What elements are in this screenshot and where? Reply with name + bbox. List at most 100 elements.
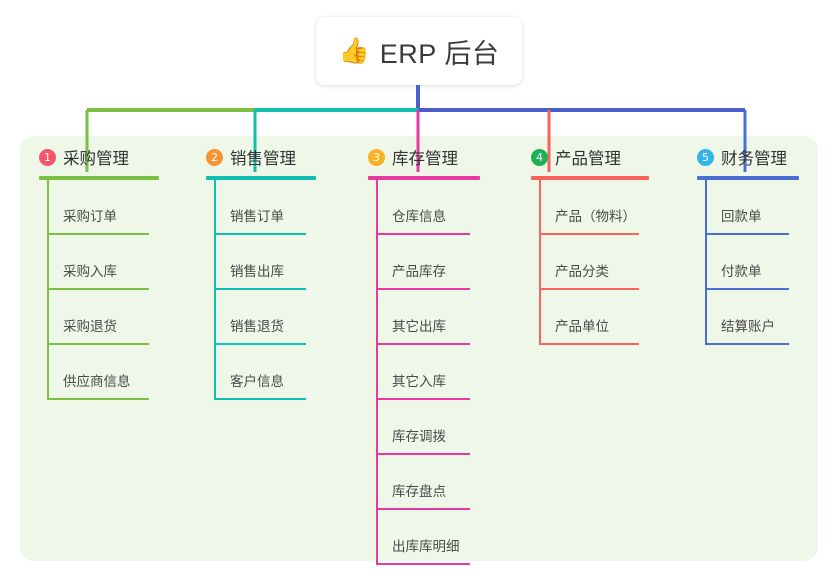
branch-underline: [206, 176, 316, 180]
item-stem: [376, 290, 378, 345]
item-underline: [376, 343, 470, 345]
branch-title: 销售管理: [230, 150, 296, 168]
branch-item[interactable]: 回款单: [697, 180, 805, 235]
item-label: 付款单: [721, 264, 762, 279]
branch-item-list: 销售订单销售出库销售退货客户信息: [206, 180, 316, 400]
branch-number-badge: 4: [531, 148, 548, 166]
branch-item[interactable]: 付款单: [697, 235, 805, 290]
branches-panel: [20, 136, 818, 561]
root-title: ERP 后台: [379, 38, 500, 69]
item-underline: [705, 288, 789, 290]
branch-title: 产品管理: [555, 150, 621, 168]
branch-underline: [368, 176, 480, 180]
branch-item[interactable]: 产品（物料）: [531, 180, 643, 235]
item-underline: [376, 288, 470, 290]
branch-item[interactable]: 产品单位: [531, 290, 643, 345]
item-stem: [47, 235, 49, 290]
item-stem: [47, 180, 49, 235]
root-node[interactable]: 👍 ERP 后台: [316, 17, 522, 85]
item-stem: [376, 400, 378, 455]
branch-item[interactable]: 结算账户: [697, 290, 805, 345]
item-label: 仓库信息: [392, 209, 446, 224]
branch-item[interactable]: 出库库明细: [368, 510, 480, 565]
branch-number-badge: 3: [368, 148, 385, 166]
branch-title: 采购管理: [63, 150, 129, 168]
branch-header-4[interactable]: 4 产品管理: [531, 145, 643, 169]
item-underline: [47, 288, 149, 290]
branch-item[interactable]: 产品库存: [368, 235, 480, 290]
item-stem: [214, 180, 216, 235]
item-stem: [376, 180, 378, 235]
thumbs-up-icon: 👍: [338, 36, 370, 65]
branch-header-3[interactable]: 3 库存管理: [368, 145, 480, 169]
branch-item[interactable]: 采购退货: [39, 290, 159, 345]
item-label: 供应商信息: [63, 374, 131, 389]
item-underline: [47, 343, 149, 345]
item-label: 产品分类: [555, 264, 609, 279]
item-stem: [376, 345, 378, 400]
item-stem: [539, 290, 541, 345]
branch-item[interactable]: 库存盘点: [368, 455, 480, 510]
item-label: 销售订单: [230, 209, 284, 224]
item-underline: [705, 343, 789, 345]
item-stem: [376, 235, 378, 290]
branch-item[interactable]: 产品分类: [531, 235, 643, 290]
branch-item[interactable]: 销售订单: [206, 180, 316, 235]
branch-item-list: 采购订单采购入库采购退货供应商信息: [39, 180, 159, 400]
item-underline: [705, 233, 789, 235]
item-label: 采购订单: [63, 209, 117, 224]
item-underline: [214, 233, 306, 235]
item-underline: [539, 288, 639, 290]
branch-title: 库存管理: [392, 150, 458, 168]
item-stem: [705, 235, 707, 290]
branch-column-4: 4 产品管理产品（物料） 产品分类产品单位: [531, 145, 649, 345]
branch-item[interactable]: 其它出库: [368, 290, 480, 345]
item-underline: [376, 453, 470, 455]
item-stem: [47, 345, 49, 400]
branch-item[interactable]: 采购入库: [39, 235, 159, 290]
branch-item[interactable]: 库存调拨: [368, 400, 480, 455]
item-stem: [705, 290, 707, 345]
item-stem: [214, 290, 216, 345]
branch-underline: [39, 176, 159, 180]
item-underline: [47, 398, 149, 400]
item-underline: [539, 343, 639, 345]
root-node-content: 👍 ERP 后台: [339, 32, 500, 71]
branch-column-2: 2 销售管理销售订单销售出库销售退货客户信息: [206, 145, 316, 400]
item-stem: [214, 345, 216, 400]
item-underline: [376, 398, 470, 400]
branch-column-3: 3 库存管理仓库信息产品库存其它出库其它入库库存调拨库存盘点出库库明细: [368, 145, 480, 565]
item-label: 回款单: [721, 209, 762, 224]
branch-item-list: 仓库信息产品库存其它出库其它入库库存调拨库存盘点出库库明细: [368, 180, 480, 565]
item-label: 产品（物料）: [555, 209, 636, 224]
item-stem: [376, 510, 378, 565]
item-stem: [705, 180, 707, 235]
item-stem: [539, 235, 541, 290]
branch-item[interactable]: 销售出库: [206, 235, 316, 290]
item-underline: [376, 563, 470, 565]
branch-title: 财务管理: [721, 150, 787, 168]
branch-number-badge: 2: [206, 148, 223, 166]
item-underline: [47, 233, 149, 235]
item-label: 采购退货: [63, 319, 117, 334]
branch-item[interactable]: 仓库信息: [368, 180, 480, 235]
branch-item[interactable]: 客户信息: [206, 345, 316, 400]
item-underline: [376, 508, 470, 510]
branch-item[interactable]: 其它入库: [368, 345, 480, 400]
item-label: 库存盘点: [392, 484, 446, 499]
item-stem: [539, 180, 541, 235]
branch-header-2[interactable]: 2 销售管理: [206, 145, 316, 169]
item-label: 其它入库: [392, 374, 446, 389]
item-underline: [539, 233, 639, 235]
item-label: 库存调拨: [392, 429, 446, 444]
item-stem: [214, 235, 216, 290]
branch-item[interactable]: 采购订单: [39, 180, 159, 235]
item-label: 客户信息: [230, 374, 284, 389]
branch-item[interactable]: 销售退货: [206, 290, 316, 345]
branch-item[interactable]: 供应商信息: [39, 345, 159, 400]
branch-underline: [531, 176, 649, 180]
item-label: 结算账户: [721, 319, 775, 334]
